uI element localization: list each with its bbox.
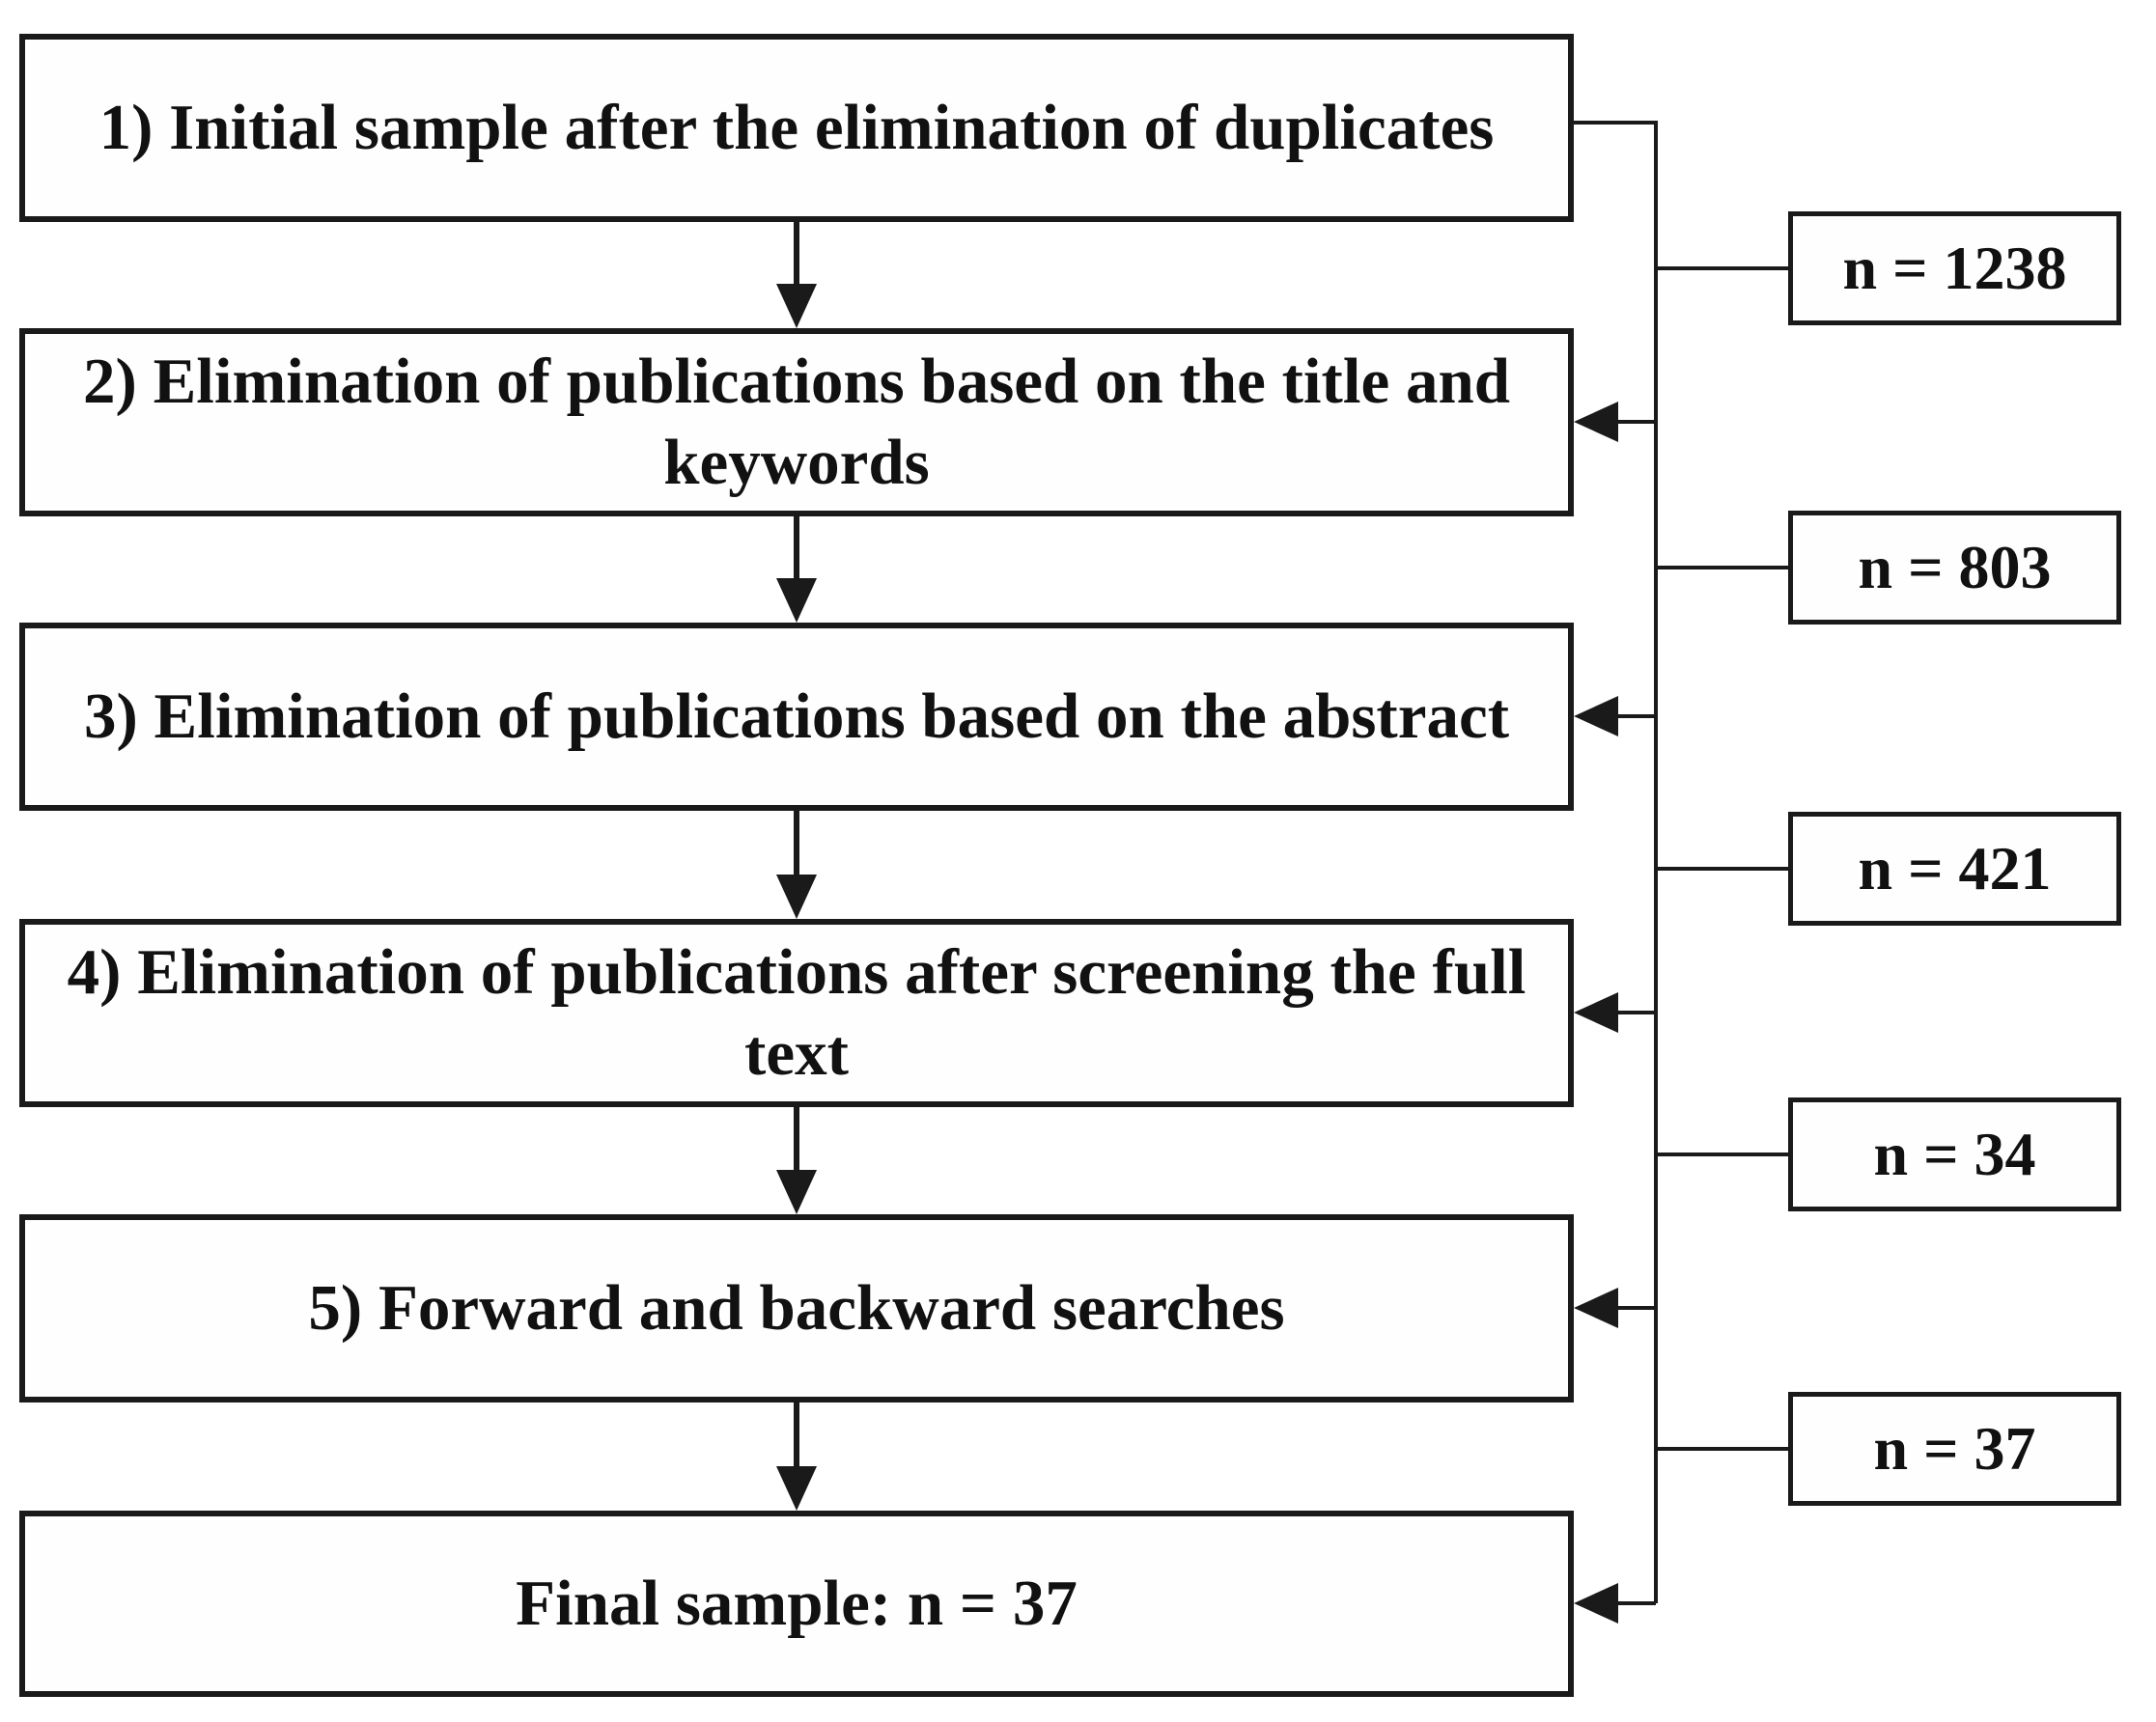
count-box-4-label: n = 34 (1873, 1120, 2036, 1188)
count-box-3: n = 421 (1788, 812, 2121, 926)
flow-box-forward-backward-searches-label: 5) Forward and backward searches (308, 1271, 1285, 1344)
flow-box-abstract-elimination: 3) Elimination of publications based on … (19, 623, 1574, 811)
arrow-down-4-head (776, 1170, 817, 1214)
flow-box-final-sample-label: Final sample: n = 37 (516, 1567, 1078, 1639)
flow-box-title-keywords-elimination: 2) Elimination of publications based on … (19, 328, 1574, 516)
flow-box-title-keywords-elimination-label: 2) Elimination of publications based on … (83, 345, 1510, 498)
arrow-into-step3-head (1574, 696, 1618, 736)
flow-box-forward-backward-searches: 5) Forward and backward searches (19, 1214, 1574, 1403)
count-box-4: n = 34 (1788, 1097, 2121, 1211)
arrow-down-3-head (776, 875, 817, 919)
count-box-2: n = 803 (1788, 511, 2121, 625)
flow-box-abstract-elimination-label: 3) Elimination of publications based on … (83, 680, 1510, 752)
arrow-down-2-head (776, 578, 817, 623)
arrow-into-step6-head (1574, 1583, 1618, 1624)
count-box-2-label: n = 803 (1858, 533, 2052, 601)
right-rail-line (1574, 121, 1658, 1603)
count-box-5: n = 37 (1788, 1392, 2121, 1506)
count-box-1-label: n = 1238 (1842, 234, 2067, 302)
flow-box-fulltext-elimination: 4) Elimination of publications after scr… (19, 919, 1574, 1107)
flow-box-initial-sample-label: 1) Initial sample after the elimination … (98, 91, 1495, 163)
arrow-into-step5-head (1574, 1288, 1618, 1328)
count-box-5-label: n = 37 (1873, 1414, 2036, 1483)
flow-box-fulltext-elimination-label: 4) Elimination of publications after scr… (67, 935, 1526, 1089)
count-box-3-label: n = 421 (1858, 834, 2052, 903)
arrow-into-step4-head (1574, 992, 1618, 1033)
arrow-down-1-head (776, 284, 817, 328)
flow-box-initial-sample: 1) Initial sample after the elimination … (19, 34, 1574, 222)
count-box-1: n = 1238 (1788, 211, 2121, 325)
flow-box-final-sample: Final sample: n = 37 (19, 1511, 1574, 1697)
arrow-into-step2-head (1574, 402, 1618, 442)
arrow-down-5-head (776, 1466, 817, 1511)
